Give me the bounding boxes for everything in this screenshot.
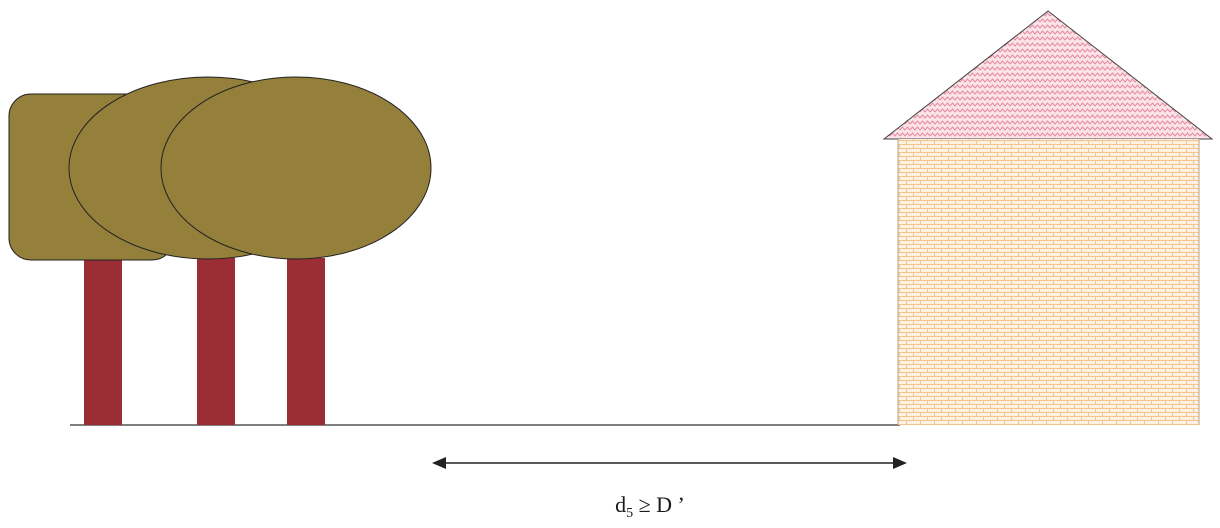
- arrow-head-right: [893, 457, 907, 469]
- tree-trunk-2: [197, 258, 235, 425]
- house-icon: [884, 11, 1212, 425]
- distance-variable: d: [615, 492, 626, 517]
- tree-trunk-3: [287, 258, 325, 425]
- tree-canopy-3: [161, 77, 431, 259]
- distance-subscript: 5: [626, 506, 633, 521]
- tree-trunks: [84, 258, 325, 425]
- double-arrow-icon: [432, 457, 907, 469]
- distance-relation: ≥ D ’: [639, 492, 685, 517]
- arrow-head-left: [432, 457, 446, 469]
- house-roof: [884, 11, 1212, 139]
- house-wall: [898, 139, 1199, 425]
- tree-trunk-1: [84, 258, 122, 425]
- distance-label: d5 ≥ D ’: [560, 494, 740, 516]
- tree-canopies: [9, 77, 431, 260]
